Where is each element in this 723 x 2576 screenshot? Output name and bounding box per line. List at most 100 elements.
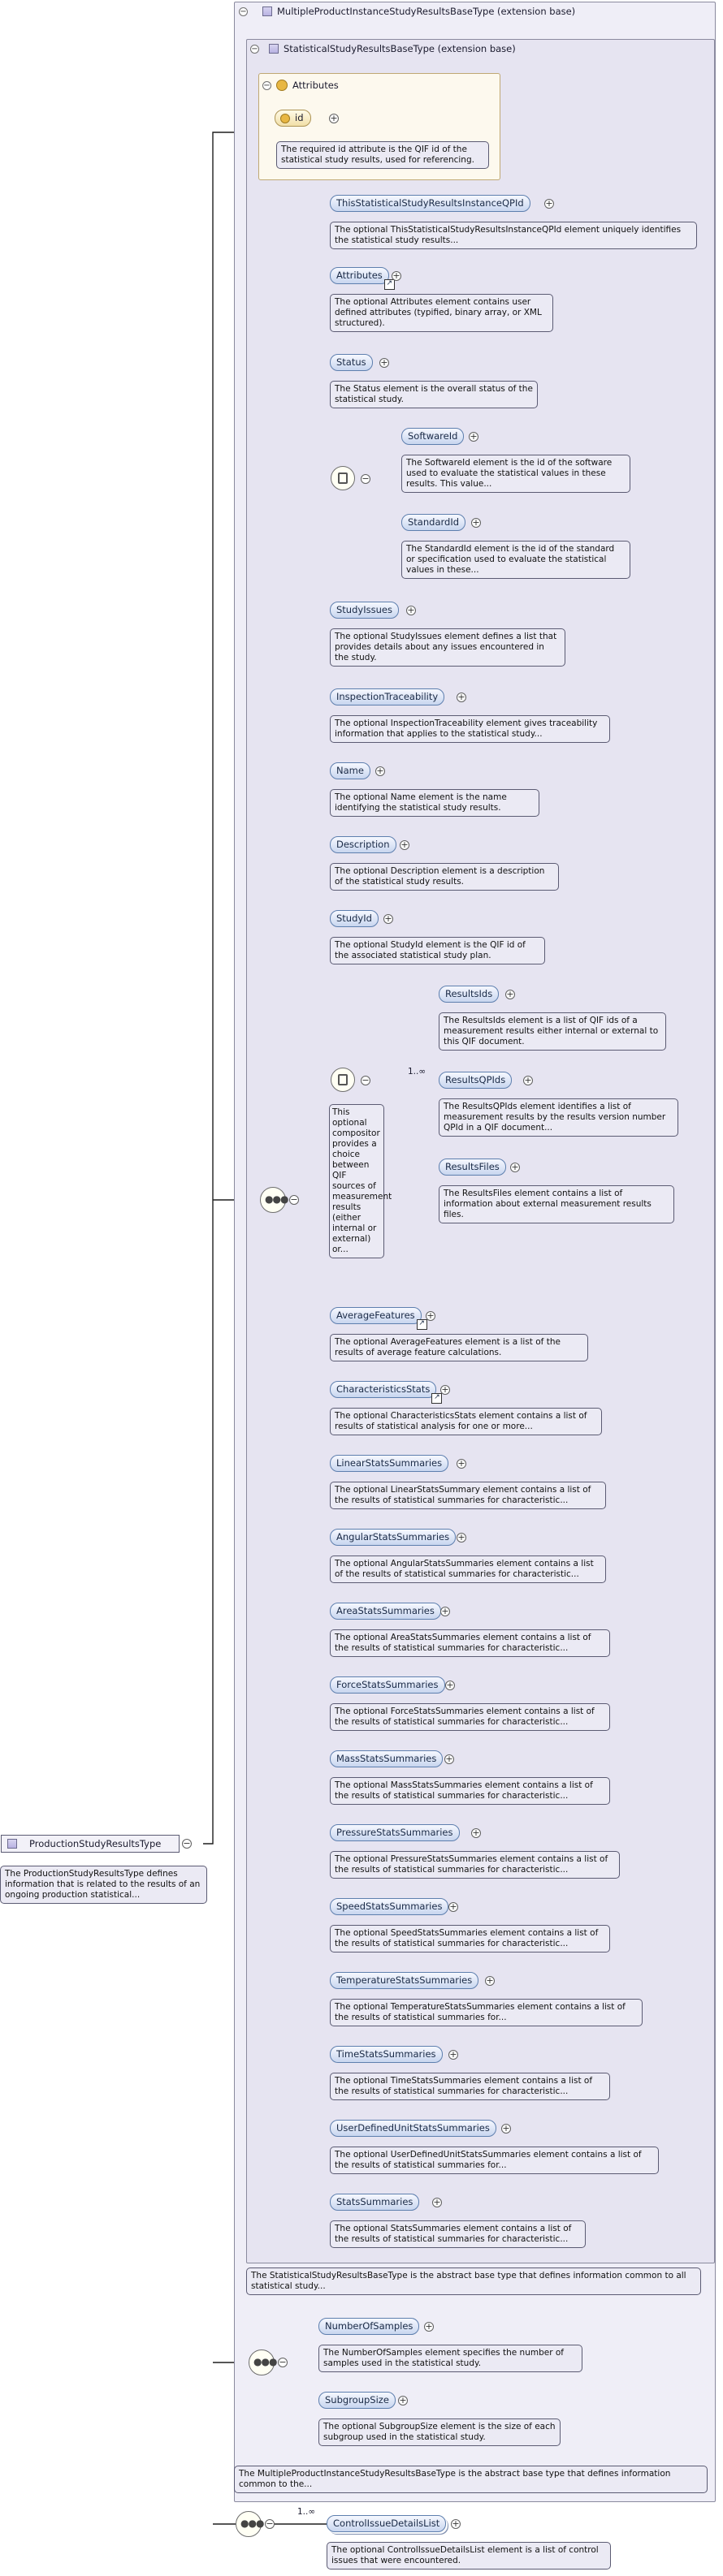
linear-stats-summaries-label: LinearStatsSummaries (336, 1457, 443, 1469)
expand-icon[interactable]: + (448, 2049, 458, 2060)
expand-icon[interactable]: + (440, 1606, 450, 1616)
outer-extension-header: − MultipleProductInstanceStudyResultsBas… (239, 6, 575, 17)
inner-extension-box (246, 39, 715, 2263)
expand-icon[interactable]: + (424, 2321, 434, 2332)
root-type-node[interactable]: ProductionStudyResultsType (1, 1835, 180, 1853)
reference-icon: ↗ (431, 1393, 443, 1404)
collapse-icon[interactable]: − (361, 1075, 370, 1085)
inspection-traceability-element[interactable]: InspectionTraceability (330, 688, 445, 705)
results-choice-doc: This optional compositor provides a choi… (329, 1104, 392, 1258)
results-qpids-label: ResultsQPIds (445, 1074, 506, 1085)
expand-icon[interactable]: + (457, 692, 466, 702)
expand-icon[interactable]: + (448, 1901, 458, 1912)
sequence-compositor-icon[interactable]: ●●● (249, 2349, 277, 2375)
collapse-icon[interactable]: − (239, 6, 248, 16)
expand-icon[interactable]: + (440, 1384, 450, 1395)
expand-icon[interactable]: + (444, 1754, 454, 1764)
inner-extension-title: StatisticalStudyResultsBaseType (extensi… (284, 43, 516, 54)
control-issue-details-list-element[interactable]: ControlIssueDetailsList (327, 2515, 447, 2532)
mass-stats-summaries-label: MassStatsSummaries (336, 1753, 437, 1764)
results-choice-cardinality: 1..∞ (408, 1067, 426, 1077)
study-issues-element[interactable]: StudyIssues (330, 602, 399, 619)
study-id-label: StudyId (336, 913, 372, 924)
expand-icon[interactable]: + (485, 1975, 495, 1986)
expand-icon[interactable]: + (471, 517, 481, 528)
this-statistical-study-results-instance-qpid-element[interactable]: ThisStatisticalStudyResultsInstanceQPId (330, 195, 530, 212)
temperature-stats-summaries-element[interactable]: TemperatureStatsSummaries (330, 1972, 479, 1989)
expand-icon[interactable]: + (457, 1532, 466, 1543)
standard-id-element[interactable]: StandardId (401, 514, 466, 531)
attributes-title: Attributes (292, 80, 339, 91)
expand-icon[interactable]: + (451, 2518, 461, 2529)
status-element[interactable]: Status (330, 354, 373, 371)
choice-compositor-icon[interactable] (331, 466, 355, 490)
user-defined-unit-stats-summaries-label: UserDefinedUnitStatsSummaries (336, 2122, 490, 2134)
expand-icon[interactable]: + (392, 270, 401, 281)
time-stats-summaries-label: TimeStatsSummaries (336, 2048, 436, 2060)
number-of-samples-element[interactable]: NumberOfSamples (318, 2318, 420, 2335)
sequence-compositor-icon[interactable]: ●●● (260, 1187, 288, 1213)
expand-icon[interactable]: + (379, 357, 389, 368)
description-element[interactable]: Description (330, 836, 396, 853)
collapse-icon[interactable]: − (361, 473, 370, 484)
temperature-stats-summaries-doc: The optional TemperatureStatsSummaries e… (330, 1999, 643, 2026)
expand-icon[interactable]: + (457, 1458, 466, 1469)
expand-icon[interactable]: + (523, 1075, 533, 1085)
name-doc: The optional Name element is the name id… (330, 789, 539, 817)
expand-icon[interactable]: + (501, 2123, 511, 2134)
collapse-icon[interactable]: − (262, 80, 271, 90)
name-element[interactable]: Name (330, 762, 370, 779)
stats-summaries-element[interactable]: StatsSummaries (330, 2194, 420, 2211)
expand-icon[interactable]: + (445, 1680, 455, 1690)
expand-icon[interactable]: + (544, 198, 554, 209)
attribute-id[interactable]: id (275, 110, 311, 127)
results-files-doc: The ResultsFiles element contains a list… (439, 1185, 674, 1223)
software-id-element[interactable]: SoftwareId (401, 428, 465, 445)
force-stats-summaries-element[interactable]: ForceStatsSummaries (330, 1676, 445, 1694)
collapse-icon[interactable]: − (289, 1194, 299, 1205)
expand-icon[interactable]: + (469, 431, 478, 442)
collapse-icon[interactable]: − (265, 2518, 275, 2529)
angular-stats-summaries-doc: The optional AngularStatsSummaries eleme… (330, 1556, 606, 1583)
pressure-stats-summaries-element[interactable]: PressureStatsSummaries (330, 1824, 460, 1841)
attributes-element[interactable]: Attributes↗ (330, 267, 395, 290)
expand-icon[interactable]: + (471, 1827, 481, 1838)
number-of-samples-doc: The NumberOfSamples element specifies th… (318, 2345, 582, 2372)
characteristics-stats-label: CharacteristicsStats (336, 1383, 431, 1395)
this-statistical-study-results-instance-qpid-doc: The optional ThisStatisticalStudyResults… (330, 222, 697, 249)
expand-icon[interactable]: + (329, 113, 339, 123)
choice-compositor-icon[interactable] (331, 1068, 355, 1092)
expand-icon[interactable]: + (375, 766, 385, 776)
linear-stats-summaries-element[interactable]: LinearStatsSummaries (330, 1455, 449, 1472)
study-id-element[interactable]: StudyId (330, 910, 379, 927)
complex-type-icon (262, 6, 272, 16)
collapse-icon[interactable]: − (250, 44, 259, 54)
angular-stats-summaries-element[interactable]: AngularStatsSummaries (330, 1529, 457, 1546)
sequence-compositor-icon[interactable]: ●●● (236, 2511, 264, 2537)
collapse-icon[interactable]: − (182, 1838, 192, 1849)
expand-icon[interactable]: + (383, 913, 393, 924)
number-of-samples-label: NumberOfSamples (325, 2320, 413, 2332)
subgroup-size-element[interactable]: SubgroupSize (318, 2392, 396, 2409)
collapse-icon[interactable]: − (278, 2357, 288, 2367)
results-qpids-element[interactable]: ResultsQPIds (439, 1072, 513, 1089)
expand-icon[interactable]: + (400, 839, 409, 850)
speed-stats-summaries-element[interactable]: SpeedStatsSummaries (330, 1898, 449, 1915)
expand-icon[interactable]: + (432, 2197, 442, 2207)
expand-icon[interactable]: + (406, 605, 416, 615)
characteristics-stats-element[interactable]: CharacteristicsStats↗ (330, 1381, 443, 1404)
mass-stats-summaries-element[interactable]: MassStatsSummaries (330, 1750, 444, 1767)
expand-icon[interactable]: + (398, 2395, 408, 2406)
user-defined-unit-stats-summaries-element[interactable]: UserDefinedUnitStatsSummaries (330, 2120, 496, 2137)
stats-summaries-doc: The optional StatsSummaries element cont… (330, 2220, 586, 2248)
time-stats-summaries-element[interactable]: TimeStatsSummaries (330, 2046, 443, 2063)
expand-icon[interactable]: + (505, 989, 515, 999)
expand-icon[interactable]: + (426, 1310, 435, 1321)
attribute-icon (276, 80, 288, 91)
average-features-element[interactable]: AverageFeatures↗ (330, 1307, 427, 1330)
reference-icon: ↗ (416, 1319, 427, 1330)
results-files-element[interactable]: ResultsFiles (439, 1159, 506, 1176)
expand-icon[interactable]: + (510, 1162, 520, 1172)
results-ids-element[interactable]: ResultsIds (439, 986, 500, 1003)
area-stats-summaries-element[interactable]: AreaStatsSummaries (330, 1603, 441, 1620)
